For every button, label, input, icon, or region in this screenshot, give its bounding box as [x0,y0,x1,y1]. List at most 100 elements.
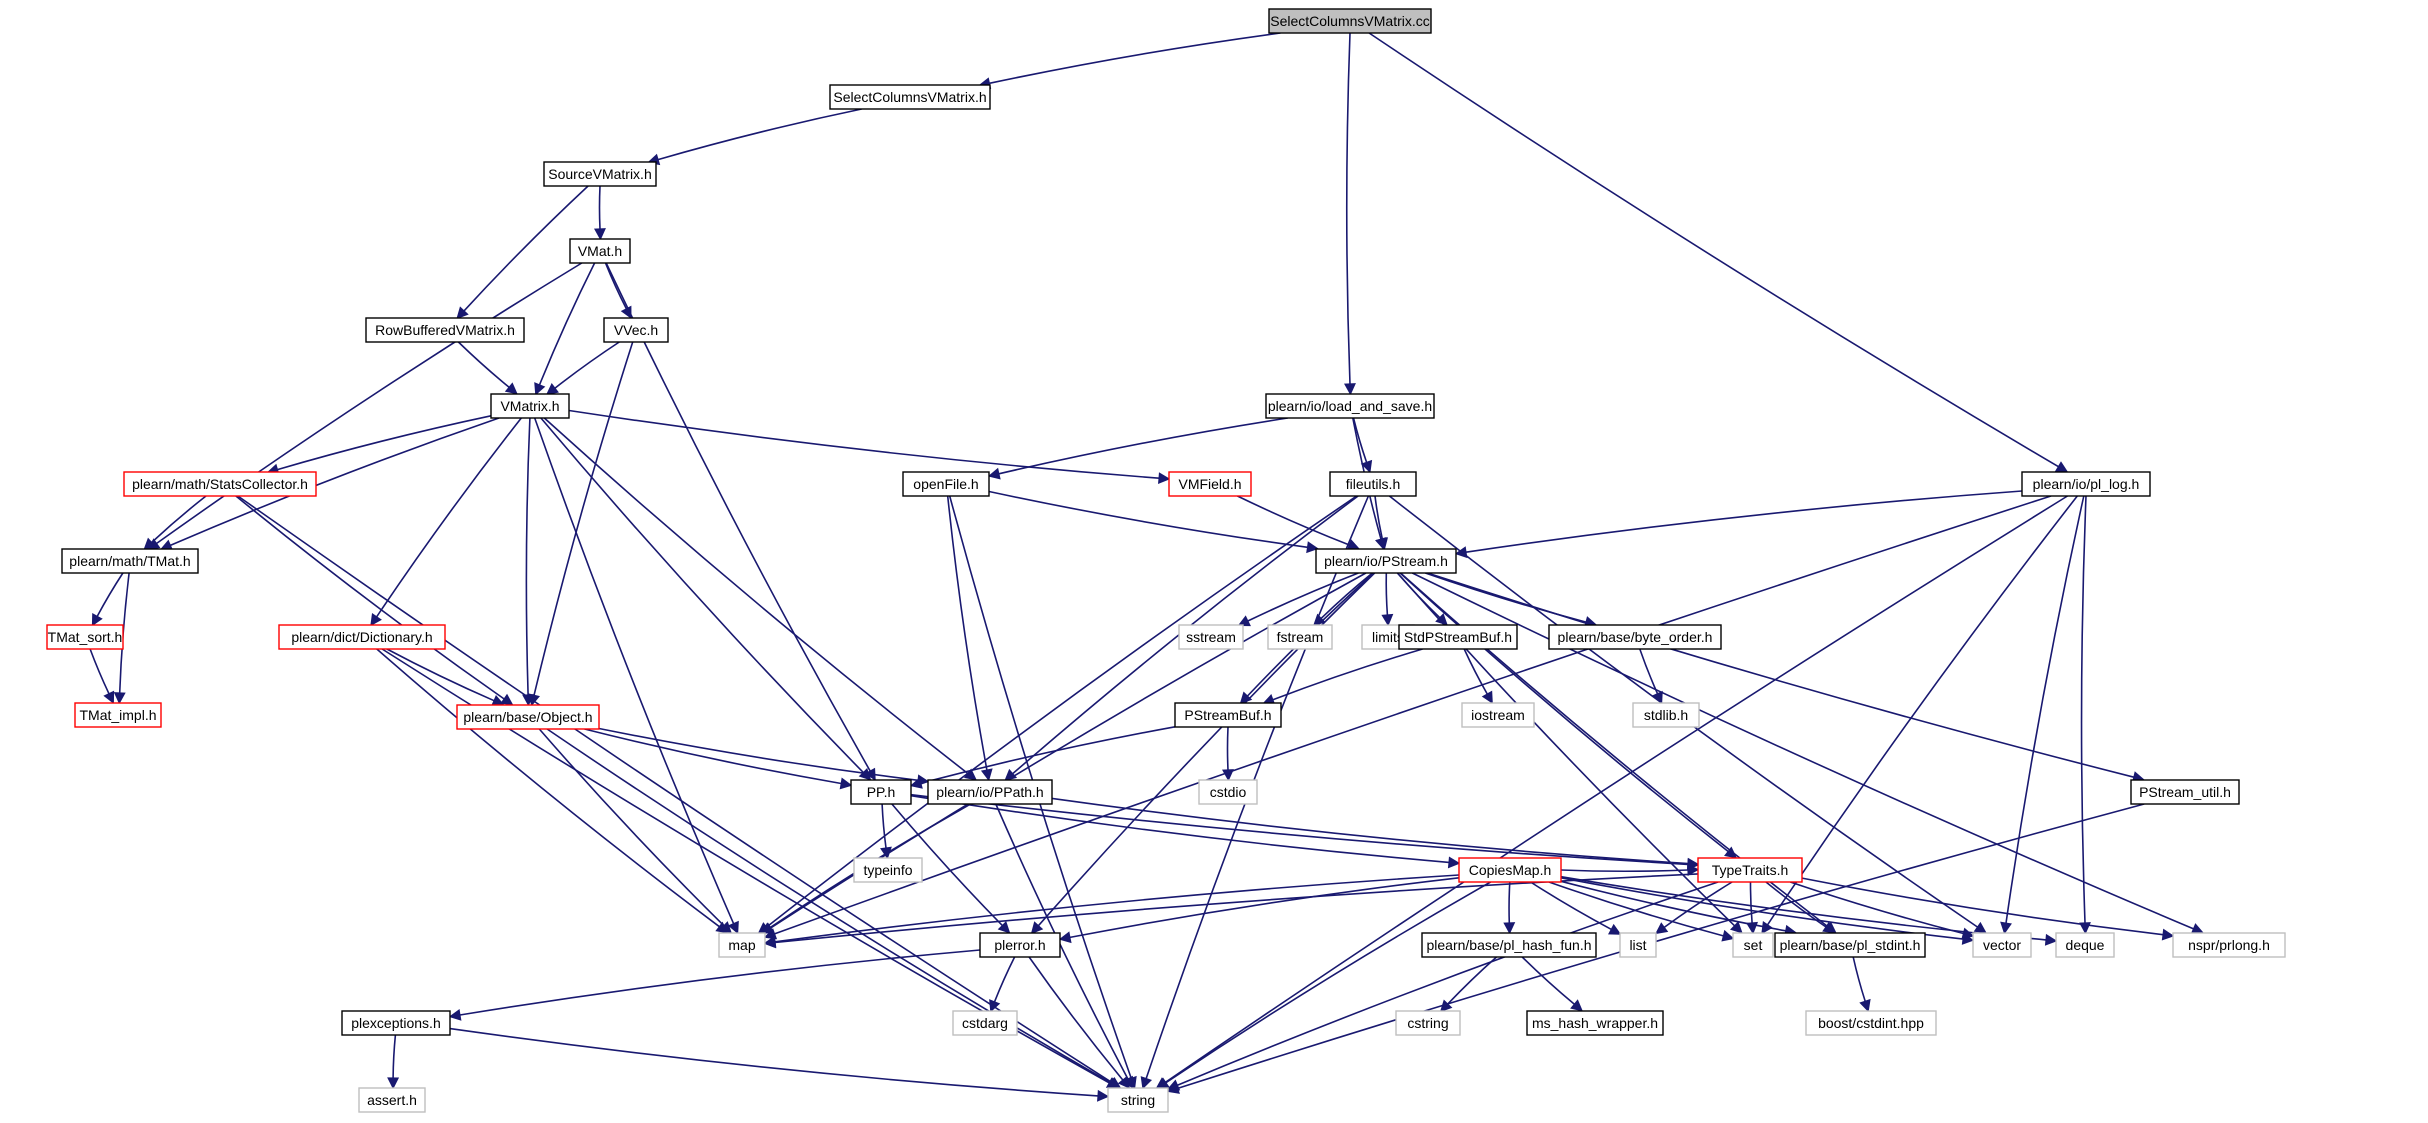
node-label: cstdio [1210,784,1247,800]
node-root[interactable]: SelectColumnsVMatrix.cc [1268,8,1432,34]
edge-line [1396,572,1736,927]
node-set: set [1732,932,1774,958]
edge-copiesmap-to-plerror [1058,877,1460,944]
node-label: VVec.h [614,322,658,338]
edge-line [881,803,887,849]
node-label: plearn/base/pl_stdint.h [1780,937,1921,953]
edge-vmatrix-to-object [522,417,535,707]
node-scvm[interactable]: SelectColumnsVMatrix.h [829,84,991,110]
node-stdpsbuf[interactable]: StdPStreamBuf.h [1398,624,1518,650]
node-mshash[interactable]: ms_hash_wrapper.h [1526,1010,1664,1036]
edge-root-to-scvm [978,32,1281,90]
node-label: CopiesMap.h [1469,862,1552,878]
edge-stats-to-object [235,495,514,706]
edge-arrowhead [1097,1089,1110,1102]
node-tmatimpl[interactable]: TMat_impl.h [74,702,162,728]
node-openfile[interactable]: openFile.h [902,471,990,497]
edge-pstream-to-set [1396,572,1743,934]
node-stats[interactable]: plearn/math/StatsCollector.h [123,471,317,497]
node-box [850,779,912,805]
node-ppath[interactable]: plearn/io/PPath.h [927,779,1053,805]
node-label: plearn/io/PStream.h [1324,553,1448,569]
edge-line [604,262,628,310]
node-pp[interactable]: PP.h [850,779,912,805]
node-byteorder[interactable]: plearn/base/byte_order.h [1548,624,1722,650]
node-box [1395,1010,1461,1036]
edge-arrowhead [1344,383,1356,396]
node-vector: vector [1972,932,2032,958]
node-box [2172,932,2286,958]
node-box [1526,1010,1664,1036]
edge-pllog-to-pstream [1454,490,2023,559]
edge-arrowhead [1724,846,1738,859]
edge-line [598,727,919,782]
edge-arrowhead [1973,921,1987,934]
edge-arrowhead [909,777,923,789]
edge-line [1463,648,1488,695]
node-vvec[interactable]: VVec.h [603,317,669,343]
node-box [1972,932,2032,958]
node-pstream[interactable]: plearn/io/PStream.h [1315,548,1457,574]
edge-arrowhead [1237,615,1251,627]
edge-arrowhead [534,382,546,396]
node-copiesmap[interactable]: CopiesMap.h [1458,857,1562,883]
edge-line [891,803,1003,927]
edge-line [1411,572,2194,930]
edge-copiesmap-to-list [1530,881,1622,935]
node-svm[interactable]: SourceVMatrix.h [543,161,657,187]
edge-line [946,495,988,771]
node-label: SelectColumnsVMatrix.h [833,89,986,105]
edge-tmat-to-tmatsort [91,572,124,627]
edge-line [449,1027,1099,1097]
edge-vmatrix-to-map [533,417,739,935]
edge-stdpsbuf-to-iostream [1463,648,1493,704]
edge-arrowhead [839,777,853,790]
node-label: openFile.h [913,476,978,492]
node-label: RowBufferedVMatrix.h [375,322,515,338]
node-box [123,471,317,497]
edge-line [1374,495,1384,540]
edge-pstream-to-sstream [1237,572,1359,627]
edge-plerror-to-string [1028,956,1131,1089]
edge-line [1069,877,1460,939]
edge-stdint-to-boostint [1852,956,1871,1013]
edge-object-to-pp [584,728,853,790]
node-object[interactable]: plearn/base/Object.h [456,704,600,730]
node-plerror[interactable]: plerror.h [979,932,1061,958]
node-box [1458,857,1562,883]
edge-pstream-to-limits [1381,572,1394,627]
node-hashfun[interactable]: plearn/base/pl_hash_fun.h [1421,932,1597,958]
edge-arrowhead [103,690,115,705]
node-label: TMat_sort.h [48,629,123,645]
node-box [365,317,525,343]
edge-arrowhead [1117,1075,1131,1089]
edge-line [1272,648,1423,701]
node-psutil[interactable]: PStream_util.h [2130,779,2240,805]
node-stdlib: stdlib.h [1632,702,1700,728]
node-rbvm[interactable]: RowBufferedVMatrix.h [365,317,525,343]
edge-line [1766,495,2078,926]
node-plexc[interactable]: plexceptions.h [341,1010,451,1036]
node-box [1398,624,1518,650]
node-box [603,317,669,343]
node-vmfield[interactable]: VMField.h [1168,471,1252,497]
node-psbuf[interactable]: PStreamBuf.h [1174,702,1282,728]
node-vmatrix[interactable]: VMatrix.h [490,393,570,419]
node-box [718,932,766,958]
node-typetraits[interactable]: TypeTraits.h [1697,857,1803,883]
edge-arrowhead [1030,921,1044,935]
node-pllog[interactable]: plearn/io/pl_log.h [2021,471,2151,497]
edge-arrowhead [1454,546,1468,559]
node-fileutils[interactable]: fileutils.h [1329,471,1417,497]
edge-arrowhead [1859,998,1871,1013]
node-tmat[interactable]: plearn/math/TMat.h [61,548,199,574]
node-label: fileutils.h [1346,476,1400,492]
edge-line [1447,956,1498,1005]
edge-vmat-to-vmatrix [534,262,596,396]
edge-arrowhead [1376,537,1389,551]
node-dict[interactable]: plearn/dict/Dictionary.h [278,624,446,650]
node-loadsave[interactable]: plearn/io/load_and_save.h [1265,393,1435,419]
node-vmat[interactable]: VMat.h [569,238,631,264]
node-tmatsort[interactable]: TMat_sort.h [46,624,124,650]
node-stdint[interactable]: plearn/base/pl_stdint.h [1774,932,1926,958]
